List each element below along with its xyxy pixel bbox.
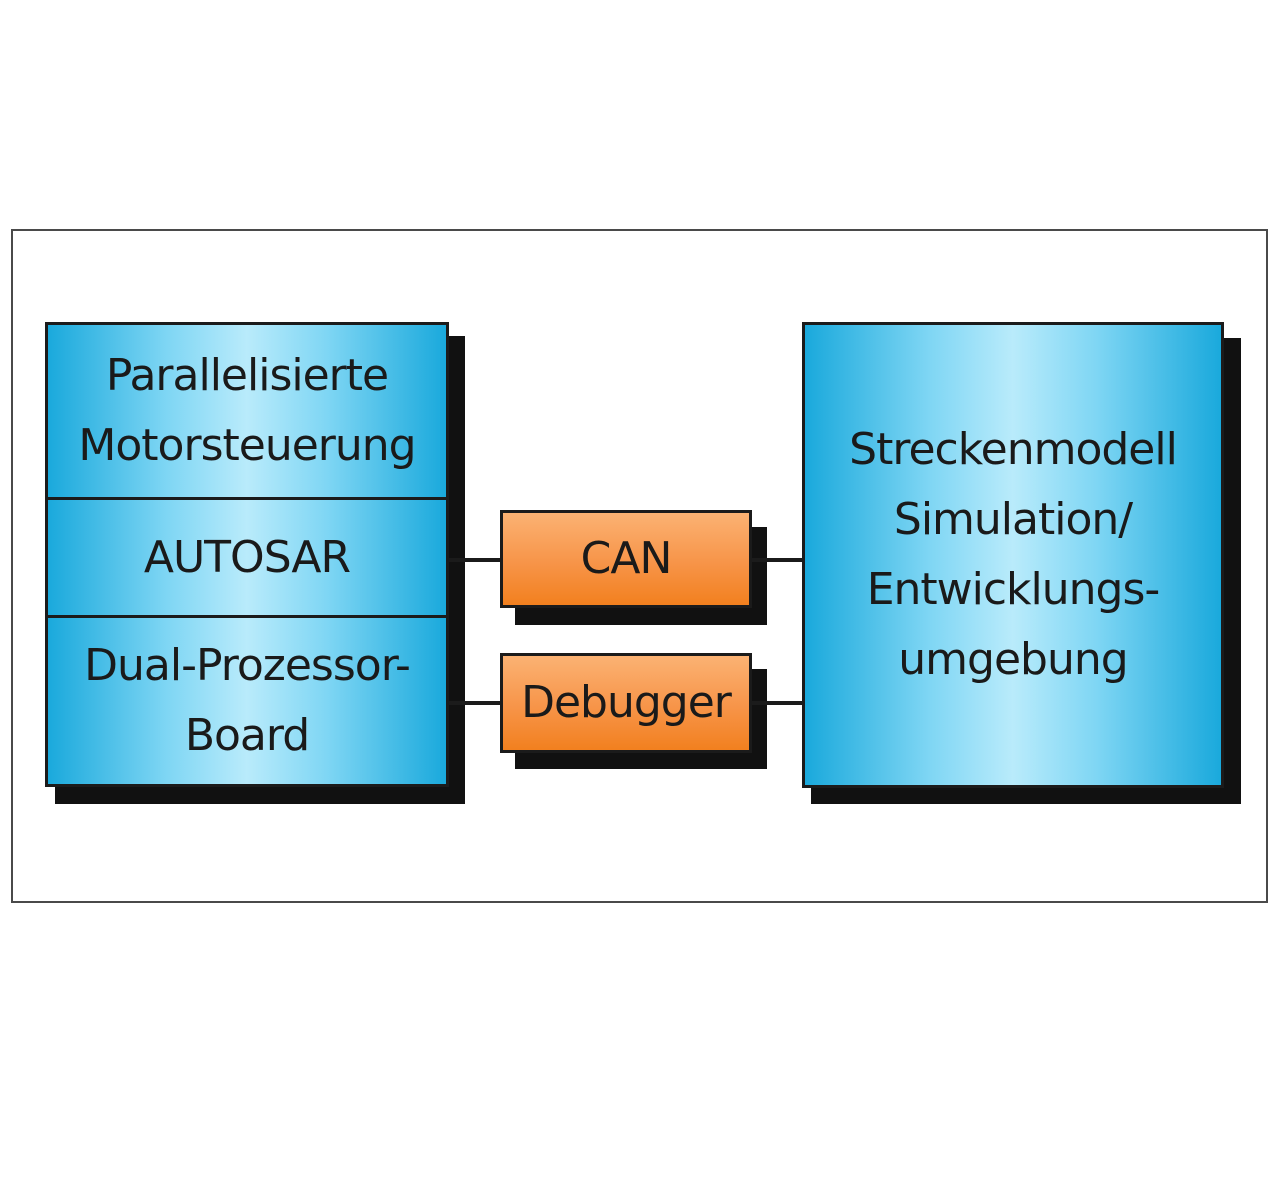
debugger-right-wire bbox=[750, 701, 804, 705]
debugger-left-wire bbox=[447, 701, 501, 705]
streckenmodell-block: Streckenmodell Simulation/ Entwicklungs-… bbox=[802, 322, 1224, 788]
layer-autosar: AUTOSAR bbox=[45, 497, 449, 618]
can-right-wire bbox=[750, 558, 804, 562]
debugger-box: Debugger bbox=[500, 653, 752, 753]
layer-dual-prozessor-board: Dual-Prozessor- Board bbox=[45, 615, 449, 787]
can-left-wire bbox=[447, 558, 501, 562]
can-box: CAN bbox=[500, 510, 752, 608]
layer-motorsteuerung: Parallelisierte Motorsteuerung bbox=[45, 322, 449, 500]
